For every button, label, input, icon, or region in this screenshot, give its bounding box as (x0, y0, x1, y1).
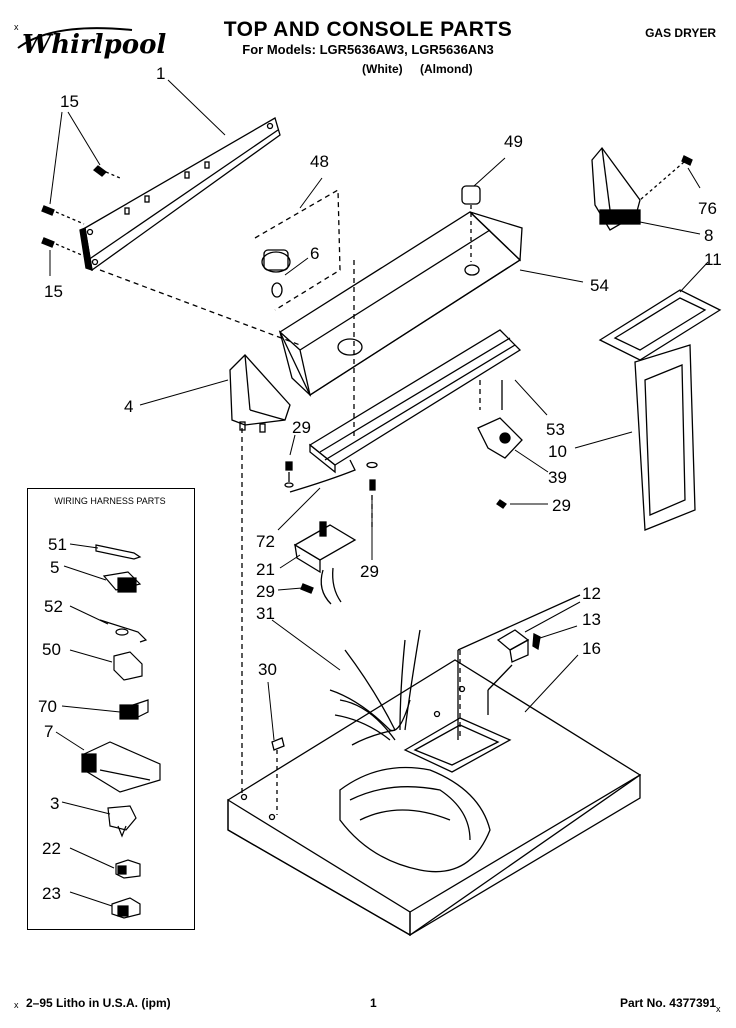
knob-49-part (461, 185, 481, 262)
callout-13: 13 (582, 610, 601, 629)
callout-76: 76 (698, 199, 717, 218)
brand-logo: Whirlpool (22, 30, 167, 60)
harness-parts-art (81, 544, 161, 919)
harness-label-3: 3 (50, 794, 60, 813)
corner-marks: x x x (14, 22, 721, 1014)
harness-label-22: 22 (42, 839, 61, 858)
page-title: TOP AND CONSOLE PARTS (223, 18, 513, 41)
harness-label-50: 50 (42, 640, 61, 659)
wire-harness-bundle (329, 629, 491, 873)
page-number: 1 (370, 996, 377, 1010)
models-line: For Models: LGR5636AW3, LGR5636AN3 (242, 42, 494, 57)
callout-4: 4 (124, 397, 134, 416)
callout-6: 6 (310, 244, 320, 263)
svg-text:x: x (14, 22, 19, 32)
logo-swoosh-icon (17, 27, 133, 49)
harness-label-51: 51 (48, 535, 67, 554)
end-cap-right-part (591, 146, 693, 231)
harness-label-5: 5 (50, 558, 60, 577)
callout-leaders (49, 79, 709, 741)
callout-15-top: 15 (60, 92, 79, 111)
console-frame-part (308, 329, 522, 474)
callout-31: 31 (256, 604, 275, 623)
console-panel-part (278, 211, 523, 397)
harness-label-52: 52 (44, 597, 63, 616)
appliance-category: GAS DRYER (645, 26, 716, 40)
callout-12: 12 (582, 584, 601, 603)
clip-30-part (271, 737, 285, 815)
switch-39-part (477, 380, 523, 509)
harness-leaders (55, 543, 121, 907)
callout-53: 53 (546, 420, 565, 439)
callout-54: 54 (590, 276, 609, 295)
harness-label-7: 7 (44, 722, 54, 741)
callout-8: 8 (704, 226, 714, 245)
callout-21: 21 (256, 560, 275, 579)
callout-29-right: 29 (552, 496, 571, 515)
callout-48: 48 (310, 152, 329, 171)
harness-label-23: 23 (42, 884, 61, 903)
print-info: 2–95 Litho in U.S.A. (ipm) (26, 996, 171, 1010)
color-white: (White) (362, 62, 403, 76)
callout-16: 16 (582, 639, 601, 658)
callout-11: 11 (704, 250, 722, 269)
screw-15-parts (41, 165, 121, 257)
end-cap-left-part (229, 354, 291, 433)
rear-bracket-part (79, 117, 281, 272)
wiring-harness-box (27, 488, 195, 930)
color-almond: (Almond) (420, 62, 473, 76)
dryer-top-panel-part (227, 594, 642, 937)
rear-grille-part (598, 289, 722, 531)
callout-10: 10 (548, 442, 567, 461)
svg-text:x: x (716, 1004, 721, 1014)
thermostat-21-part (284, 459, 378, 605)
part-number: Part No. 4377391 (619, 996, 716, 1010)
callout-30: 30 (258, 660, 277, 679)
svg-text:x: x (14, 1000, 19, 1010)
callout-1: 1 (156, 64, 166, 83)
color-variants: (White) (Almond) (362, 62, 487, 76)
callout-39: 39 (548, 468, 567, 487)
callout-29-upper: 29 (292, 418, 311, 437)
wiring-harness-title: WIRING HARNESS PARTS (54, 496, 166, 506)
callout-15-bottom: 15 (44, 282, 63, 301)
callout-49: 49 (504, 132, 523, 151)
harness-label-70: 70 (38, 697, 57, 716)
callout-29-left: 29 (256, 582, 275, 601)
callout-72: 72 (256, 532, 275, 551)
timer-knob-group (254, 188, 355, 440)
bracket-12-part (496, 629, 541, 663)
callout-29-center: 29 (360, 562, 379, 581)
